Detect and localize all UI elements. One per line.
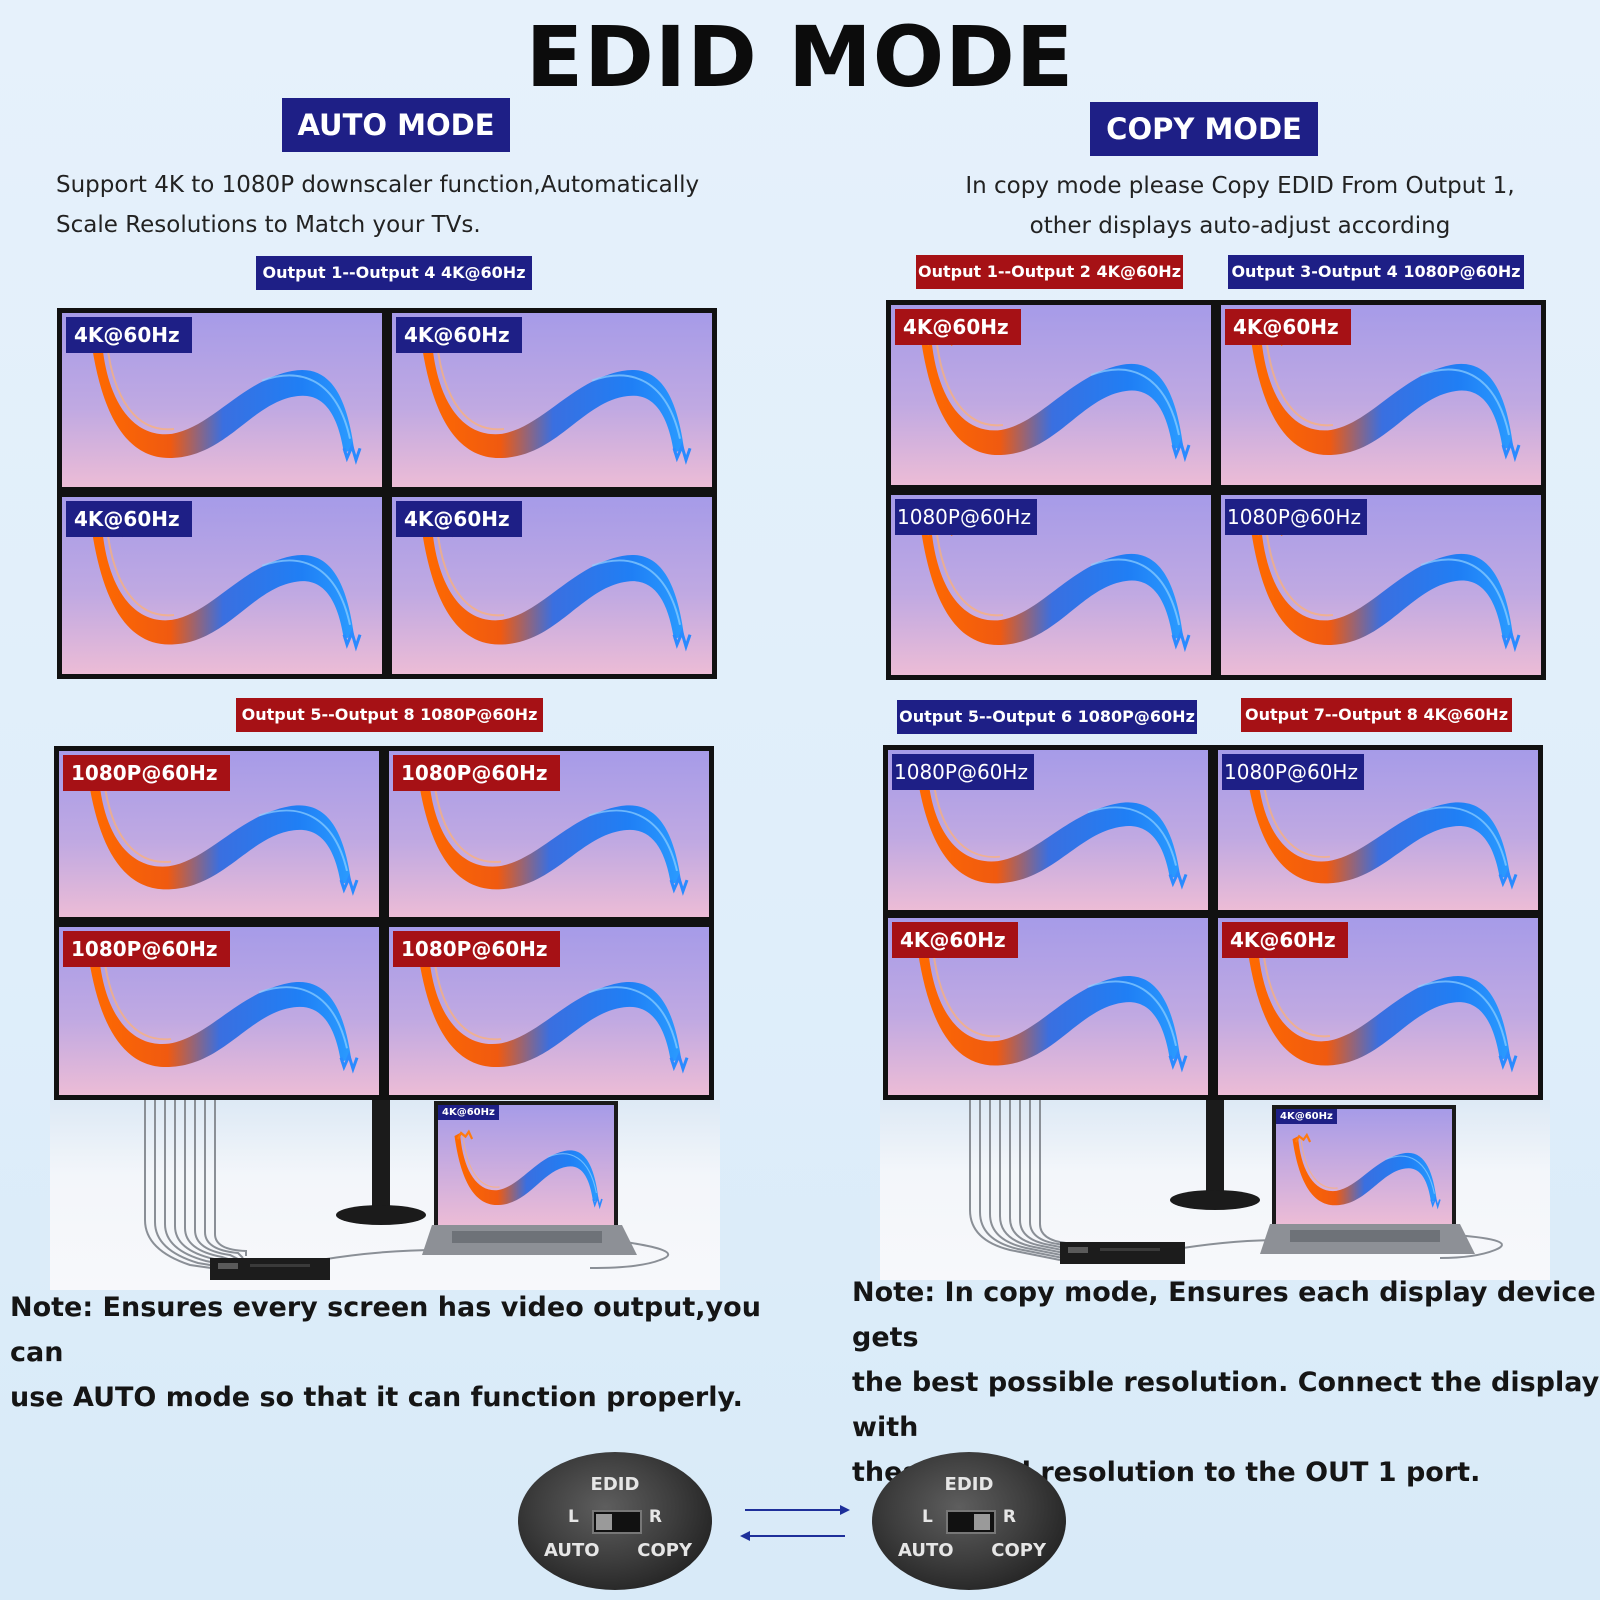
switch-edid-label: EDID	[944, 1474, 994, 1495]
resolution-label: 4K@60Hz	[66, 501, 192, 537]
switch-auto-label: AUTO	[898, 1540, 954, 1561]
resolution-label: 1080P@60Hz	[892, 754, 1034, 790]
resolution-label: 4K@60Hz	[895, 309, 1021, 345]
resolution-label: 4K@60Hz	[1222, 922, 1348, 958]
cables-and-stand-icon	[144, 1100, 670, 1280]
edid-switch-auto[interactable]: EDID L R AUTO COPY	[518, 1452, 712, 1590]
switch-auto-label: AUTO	[544, 1540, 600, 1561]
copy-monitor-2: 4K@60Hz	[1216, 300, 1546, 490]
auto-monitor-8: 1080P@60Hz	[384, 922, 714, 1100]
resolution-label: 4K@60Hz	[892, 922, 1018, 958]
auto-note: Note: Ensures every screen has video out…	[10, 1285, 790, 1420]
copy-note: Note: In copy mode, Ensures each display…	[852, 1270, 1600, 1495]
laptop-keyboard-icon	[1260, 1224, 1475, 1254]
edid-switch-copy[interactable]: EDID L R AUTO COPY	[872, 1452, 1066, 1590]
switch-r-label: R	[1002, 1507, 1016, 1527]
switch-l-label: L	[922, 1507, 933, 1527]
copy-description: In copy mode please Copy EDID From Outpu…	[880, 166, 1600, 246]
auto-monitor-7: 1080P@60Hz	[54, 922, 384, 1100]
auto-desc-line-1: Support 4K to 1080P downscaler function,…	[56, 172, 700, 198]
switch-l-label: L	[568, 1507, 579, 1527]
switch-edid-label: EDID	[590, 1474, 640, 1495]
resolution-label: 1080P@60Hz	[1222, 754, 1364, 790]
copy-tag-output-3-4: Output 3-Output 4 1080P@60Hz	[1228, 255, 1524, 289]
copy-tag-output-5-6: Output 5--Output 6 1080P@60Hz	[897, 700, 1197, 734]
auto-monitor-6: 1080P@60Hz	[384, 746, 714, 922]
copy-monitor-1: 4K@60Hz	[886, 300, 1216, 490]
switch-knob[interactable]	[596, 1514, 612, 1530]
resolution-label: 1080P@60Hz	[895, 499, 1037, 535]
copy-monitor-5: 1080P@60Hz	[883, 745, 1213, 915]
copy-monitor-7: 4K@60Hz	[883, 913, 1213, 1100]
switch-slot	[946, 1510, 996, 1534]
copy-tag-output-1-2: Output 1--Output 2 4K@60Hz	[916, 255, 1183, 289]
resolution-label: 4K@60Hz	[396, 317, 522, 353]
copy-setup-scene: 4K@60Hz	[880, 1100, 1550, 1280]
copy-desc-line-1: In copy mode please Copy EDID From Outpu…	[965, 173, 1515, 199]
auto-note-line-1: Note: Ensures every screen has video out…	[10, 1292, 761, 1368]
copy-tag-output-7-8: Output 7--Output 8 4K@60Hz	[1241, 698, 1512, 732]
switch-slot	[592, 1510, 642, 1534]
resolution-label: 1080P@60Hz	[63, 755, 230, 791]
copy-monitor-4: 1080P@60Hz	[1216, 490, 1546, 680]
auto-tag-output-1-4: Output 1--Output 4 4K@60Hz	[256, 256, 532, 290]
copy-laptop-screen: 4K@60Hz	[1272, 1105, 1456, 1228]
copy-desc-line-2: other displays auto-adjust according	[1029, 213, 1451, 239]
switch-copy-label: COPY	[637, 1540, 692, 1561]
ribbon-wallpaper-icon	[1276, 1119, 1452, 1223]
auto-note-line-2: use AUTO mode so that it can function pr…	[10, 1382, 743, 1413]
ribbon-wallpaper-icon	[438, 1115, 614, 1223]
laptop-resolution-label: 4K@60Hz	[438, 1105, 499, 1120]
auto-mode-button[interactable]: AUTO MODE	[282, 98, 510, 152]
auto-monitor-5: 1080P@60Hz	[54, 746, 384, 922]
laptop-resolution-label: 4K@60Hz	[1276, 1109, 1337, 1124]
copy-monitor-3: 1080P@60Hz	[886, 490, 1216, 680]
copy-monitor-8: 4K@60Hz	[1213, 913, 1543, 1100]
resolution-label: 1080P@60Hz	[393, 755, 560, 791]
laptop-keyboard-icon	[422, 1225, 637, 1255]
auto-laptop-screen: 4K@60Hz	[434, 1101, 618, 1229]
switch-r-label: R	[648, 1507, 662, 1527]
resolution-label: 4K@60Hz	[1225, 309, 1351, 345]
auto-monitor-3: 4K@60Hz	[57, 492, 387, 679]
resolution-label: 4K@60Hz	[66, 317, 192, 353]
page-title: EDID MODE	[525, 8, 1075, 106]
auto-monitor-4: 4K@60Hz	[387, 492, 717, 679]
auto-tag-output-5-8: Output 5--Output 8 1080P@60Hz	[236, 698, 543, 732]
resolution-label: 1080P@60Hz	[393, 931, 560, 967]
copy-monitor-6: 1080P@60Hz	[1213, 745, 1543, 915]
toggle-arrows-icon	[740, 1505, 850, 1541]
switch-knob[interactable]	[974, 1514, 990, 1530]
auto-monitor-1: 4K@60Hz	[57, 308, 387, 492]
switch-copy-label: COPY	[991, 1540, 1046, 1561]
copy-mode-button[interactable]: COPY MODE	[1090, 102, 1318, 156]
auto-setup-scene: 4K@60Hz	[50, 1100, 720, 1290]
auto-desc-line-2: Scale Resolutions to Match your TVs.	[56, 212, 481, 238]
auto-monitor-2: 4K@60Hz	[387, 308, 717, 492]
copy-note-line-1: Note: In copy mode, Ensures each display…	[852, 1277, 1596, 1353]
resolution-label: 4K@60Hz	[396, 501, 522, 537]
auto-description: Support 4K to 1080P downscaler function,…	[56, 165, 776, 245]
resolution-label: 1080P@60Hz	[1225, 499, 1367, 535]
copy-note-line-2: the best possible resolution. Connect th…	[852, 1367, 1600, 1443]
resolution-label: 1080P@60Hz	[63, 931, 230, 967]
